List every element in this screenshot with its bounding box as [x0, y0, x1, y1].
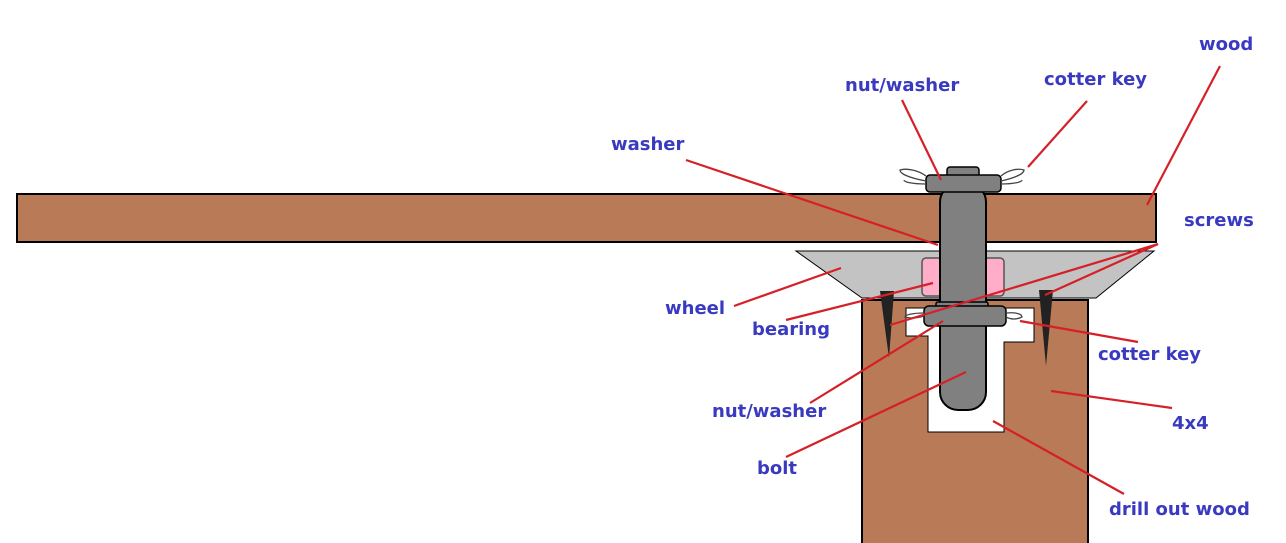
- label-four-by-four: 4x4: [1172, 413, 1209, 434]
- label-screws: screws: [1184, 210, 1254, 231]
- label-bolt: bolt: [757, 458, 797, 479]
- leader-bolt: [785, 371, 967, 458]
- leader-screws-left: [889, 242, 1159, 327]
- label-wheel: wheel: [665, 298, 725, 319]
- label-cotter-key-top: cotter key: [1044, 69, 1147, 90]
- leader-cotter-key-bottom: [1019, 319, 1139, 344]
- leader-four-by-four: [1050, 389, 1173, 410]
- top-cotter-key: [899, 168, 1025, 185]
- leader-wood: [1146, 65, 1221, 206]
- screw-right: [1039, 290, 1053, 366]
- label-washer: washer: [611, 134, 685, 155]
- screw-left: [880, 291, 894, 358]
- label-nut-washer-bottom: nut/washer: [712, 401, 826, 422]
- leader-cotter-key-top: [1027, 100, 1088, 168]
- labels: wood nut/washer cotter key washer screws…: [611, 34, 1254, 520]
- top-washer: [925, 174, 1002, 193]
- bottom-washer: [923, 305, 1007, 327]
- leader-nut-washer-bottom: [809, 320, 944, 404]
- leader-bearing: [785, 281, 934, 322]
- leader-wheel: [733, 266, 842, 308]
- leader-lines: [685, 65, 1221, 495]
- leader-drill-out-wood: [992, 420, 1125, 495]
- leader-screws-right: [1044, 242, 1159, 297]
- leader-nut-washer-top: [901, 99, 942, 181]
- label-bearing: bearing: [752, 319, 830, 340]
- label-drill-out-wood: drill out wood: [1109, 499, 1250, 520]
- label-nut-washer-top: nut/washer: [845, 75, 959, 96]
- label-cotter-key-bottom: cotter key: [1098, 344, 1201, 365]
- leader-washer: [685, 158, 939, 247]
- label-wood: wood: [1199, 34, 1253, 55]
